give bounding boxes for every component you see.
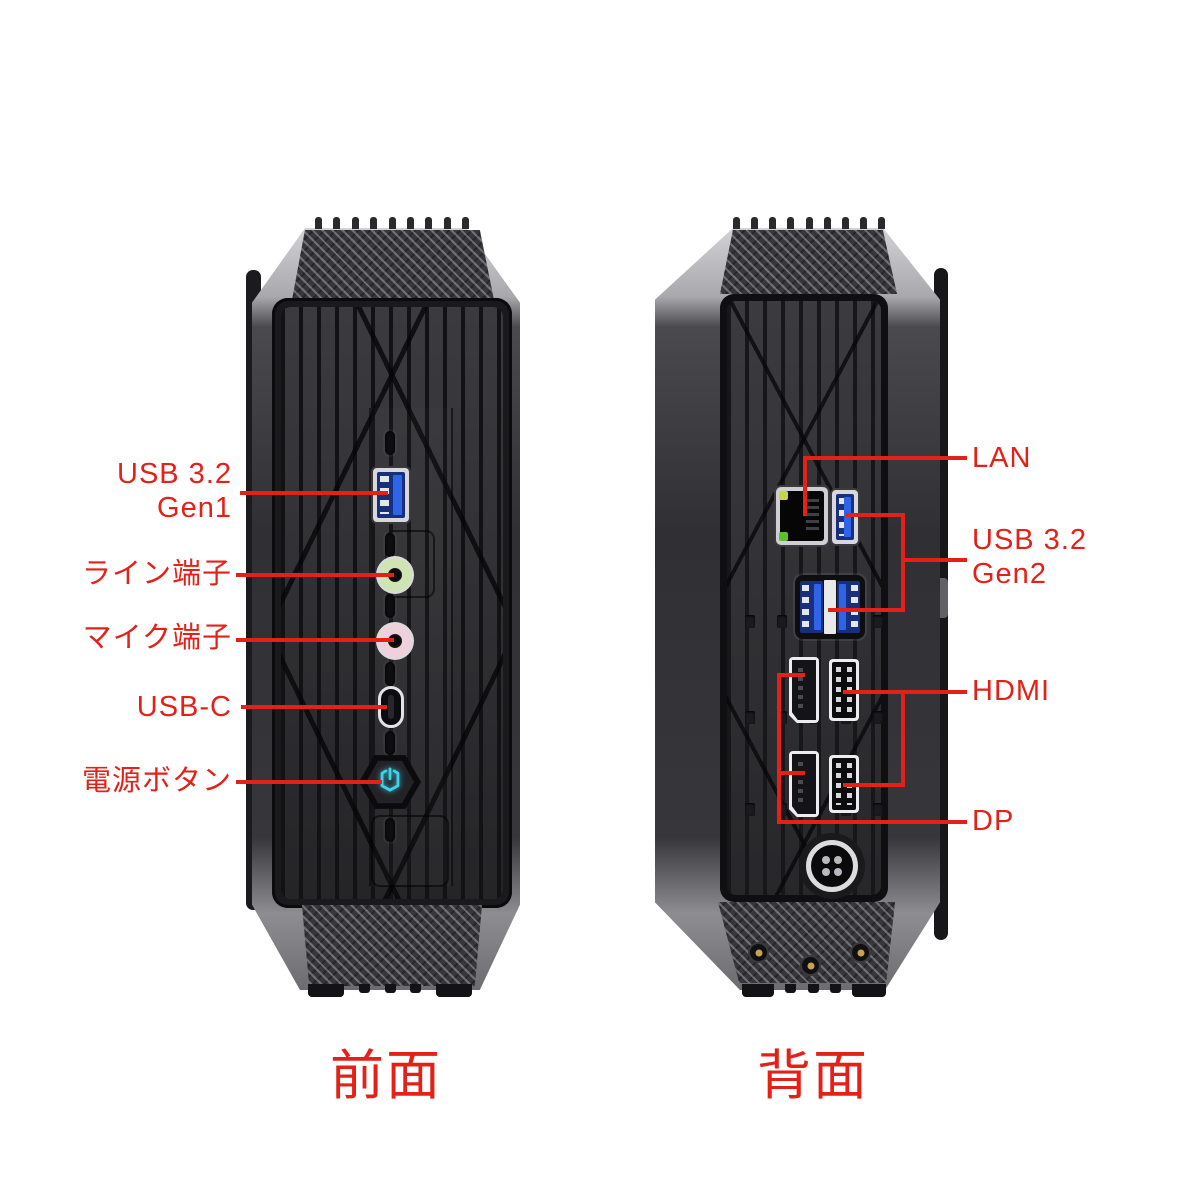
antenna-hole-center	[802, 957, 819, 974]
front-vent-slot	[385, 731, 395, 755]
callout-line-hdmi-stub2	[843, 783, 905, 787]
callout-line-usb-gen2-v	[901, 513, 905, 612]
label-mic-jack: マイク端子	[82, 622, 232, 654]
label-line-jack: ライン端子	[81, 558, 232, 590]
label-usb-c: USB-C	[136, 691, 232, 723]
antenna-hole-right	[852, 944, 869, 961]
callout-line-hdmi-h	[843, 690, 967, 694]
lan-led-yellow	[779, 491, 788, 500]
callout-line-power	[236, 780, 382, 784]
front-power-frame	[371, 815, 449, 887]
callout-line-usb-gen1	[240, 491, 388, 495]
mic-in-jack	[378, 624, 412, 658]
usb-3.2-gen2-dual-ports	[795, 575, 865, 639]
front-port-column	[369, 408, 453, 886]
rear-view-caption: 背面	[757, 1046, 869, 1106]
label-usb-3.2-gen1: USB 3.2 Gen1	[117, 458, 232, 524]
callout-line-usb-gen2-label	[905, 558, 967, 562]
label-usb-3.2-gen2: USB 3.2 Gen2	[972, 524, 1087, 590]
front-vent-slot	[385, 533, 395, 557]
usb-3.2-gen2-port-top	[832, 490, 858, 544]
callout-line-usb-c	[241, 705, 387, 709]
lan-led-green	[779, 532, 788, 541]
callout-line-dp-h	[777, 820, 967, 824]
displayport-output-1	[789, 657, 819, 723]
callout-line-mic-jack	[236, 638, 394, 642]
rear-tower-top-fins	[733, 217, 885, 229]
lan-port	[776, 487, 828, 545]
label-hdmi: HDMI	[972, 675, 1051, 707]
callout-line-usb-gen2-stub1	[846, 513, 905, 517]
front-vent-slot	[385, 431, 395, 455]
callout-line-hdmi-v	[901, 690, 905, 787]
usb-3.2-gen2-port-left	[800, 581, 823, 633]
front-tower-bottom-carbon-panel	[302, 905, 482, 986]
front-view-caption: 前面	[330, 1046, 442, 1106]
rear-tower-feet	[742, 984, 886, 997]
dual-usb-divider	[824, 580, 836, 634]
rear-tower-top-carbon-panel	[720, 230, 897, 294]
callout-line-dp-stub2	[779, 771, 805, 775]
label-dp: DP	[972, 805, 1015, 837]
label-power-button: 電源ボタン	[81, 765, 232, 797]
power-icon	[376, 766, 404, 799]
front-tower-top-carbon-panel	[292, 230, 494, 300]
usb-3.2-gen1-port	[373, 468, 409, 522]
callout-line-lan-v	[803, 456, 807, 516]
callout-line-dp-stub1	[779, 673, 805, 677]
usb-3.2-gen2-port-right	[837, 581, 860, 633]
callout-line-usb-gen2-stub2	[828, 608, 905, 612]
callout-line-lan-h	[803, 456, 967, 460]
dc-power-connector	[806, 840, 858, 892]
antenna-hole-left	[750, 944, 767, 961]
front-vent-slot	[385, 662, 395, 686]
front-tower-top-fins	[315, 217, 469, 229]
front-vent-slot	[385, 818, 395, 842]
callout-line-line-jack	[236, 573, 394, 577]
front-vent-slot	[385, 594, 395, 618]
callout-line-dp-v	[777, 673, 781, 824]
front-tower-feet	[308, 984, 472, 997]
displayport-output-2	[789, 751, 819, 817]
label-lan: LAN	[972, 442, 1032, 474]
